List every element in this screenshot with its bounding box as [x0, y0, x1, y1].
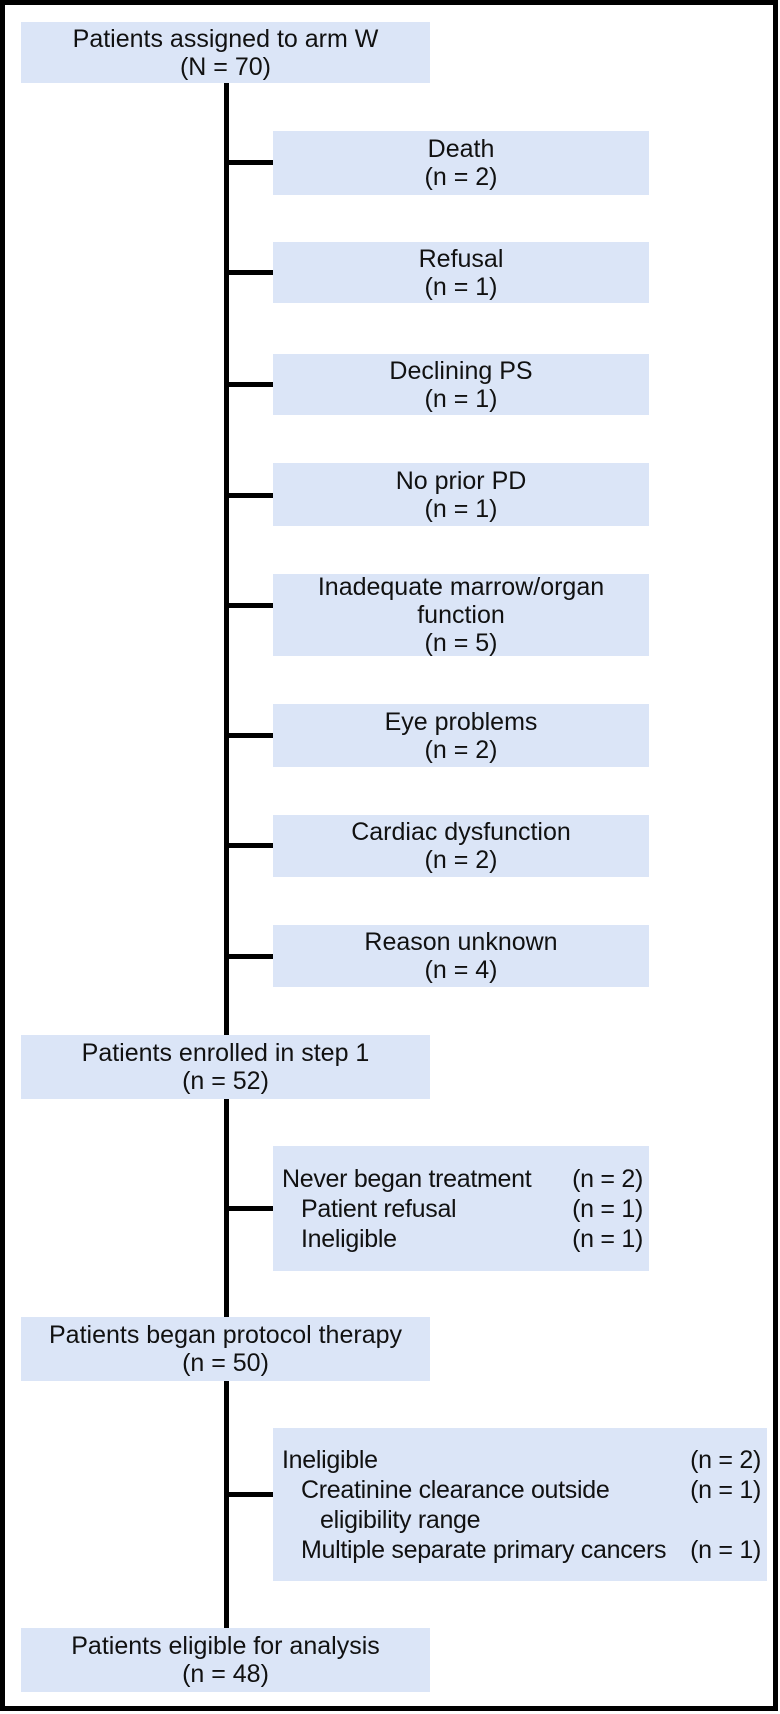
- box-eye-problems: Eye problems (n = 2): [273, 704, 649, 767]
- box-death: Death (n = 2): [273, 131, 649, 195]
- box-label: Eye problems: [384, 707, 538, 736]
- branch-line-no-prior-pd: [224, 493, 273, 498]
- box-count: (n = 1): [424, 384, 498, 413]
- row-label: Ineligible: [301, 1224, 397, 1253]
- box-label: Reason unknown: [364, 928, 558, 956]
- box-label: Declining PS: [389, 356, 533, 385]
- branch-line-inadequate-marrow: [224, 603, 273, 608]
- box-count: (n = 1): [424, 272, 498, 301]
- box-label: Refusal: [418, 244, 504, 273]
- box-patients-began-protocol-therapy: Patients began protocol therapy (n = 50): [21, 1317, 430, 1381]
- box-count: (N = 70): [179, 52, 271, 81]
- box-count: (n = 2): [424, 846, 498, 874]
- branch-line-never-began: [224, 1206, 273, 1211]
- row-count: (n = 1): [572, 1224, 643, 1253]
- box-label: Death: [427, 135, 495, 163]
- branch-line-declining-ps: [224, 382, 273, 387]
- row-label: Never began treatment: [282, 1164, 532, 1193]
- box-label: Patients eligible for analysis: [71, 1632, 380, 1660]
- box-cardiac-dysfunction: Cardiac dysfunction (n = 2): [273, 815, 649, 877]
- box-label: No prior PD: [395, 466, 527, 495]
- branch-line-refusal: [224, 270, 273, 275]
- box-patients-eligible-for-analysis: Patients eligible for analysis (n = 48): [21, 1628, 430, 1692]
- row-count: (n = 1): [690, 1475, 761, 1504]
- box-label: Patients enrolled in step 1: [81, 1039, 370, 1067]
- detail-row: Ineligible (n = 1): [282, 1224, 643, 1254]
- box-ineligible-after-start: Ineligible (n = 2) Creatinine clearance …: [273, 1428, 767, 1581]
- detail-row: Creatinine clearance outside (n = 1): [282, 1475, 761, 1505]
- box-count: (n = 5): [424, 629, 498, 657]
- row-label: eligibility range: [320, 1505, 481, 1534]
- box-count: (n = 48): [182, 1660, 269, 1688]
- row-label: Multiple separate primary cancers: [301, 1535, 667, 1564]
- branch-line-death: [224, 160, 273, 165]
- row-label: Creatinine clearance outside: [301, 1475, 610, 1504]
- box-count: (n = 2): [424, 735, 498, 764]
- box-count: (n = 50): [182, 1349, 269, 1377]
- detail-row: eligibility range: [282, 1505, 761, 1535]
- detail-row: Patient refusal (n = 1): [282, 1194, 643, 1224]
- box-label: Cardiac dysfunction: [351, 818, 571, 846]
- row-label: Patient refusal: [301, 1194, 457, 1223]
- detail-row: Multiple separate primary cancers (n = 1…: [282, 1535, 761, 1565]
- box-inadequate-marrow-organ-function: Inadequate marrow/organ function (n = 5): [273, 573, 649, 657]
- box-refusal: Refusal (n = 1): [273, 242, 649, 303]
- box-count: (n = 52): [182, 1067, 269, 1095]
- row-count: (n = 1): [572, 1194, 643, 1223]
- box-no-prior-pd: No prior PD (n = 1): [273, 463, 649, 526]
- box-patients-assigned-arm-w: Patients assigned to arm W (N = 70): [21, 22, 430, 83]
- detail-row: Never began treatment (n = 2): [282, 1164, 643, 1194]
- box-never-began-treatment: Never began treatment (n = 2) Patient re…: [273, 1146, 649, 1271]
- box-count: (n = 1): [424, 494, 498, 523]
- box-declining-ps: Declining PS (n = 1): [273, 354, 649, 415]
- box-label: Patients began protocol therapy: [48, 1321, 402, 1349]
- branch-line-ineligible: [224, 1492, 273, 1497]
- row-count: (n = 2): [690, 1445, 761, 1474]
- box-count: (n = 4): [424, 956, 498, 984]
- box-patients-enrolled-step-1: Patients enrolled in step 1 (n = 52): [21, 1035, 430, 1099]
- box-label: Patients assigned to arm W: [72, 24, 379, 53]
- branch-line-eye-problems: [224, 733, 273, 738]
- row-count: (n = 1): [690, 1535, 761, 1564]
- main-vertical-line: [224, 83, 229, 1628]
- detail-row: Ineligible (n = 2): [282, 1445, 761, 1475]
- box-reason-unknown: Reason unknown (n = 4): [273, 925, 649, 987]
- box-count: (n = 2): [424, 163, 498, 191]
- box-label: Inadequate marrow/organ function: [317, 573, 605, 629]
- row-label: Ineligible: [282, 1445, 378, 1474]
- row-count: (n = 2): [572, 1164, 643, 1193]
- branch-line-reason-unknown: [224, 954, 273, 959]
- branch-line-cardiac-dysfunction: [224, 843, 273, 848]
